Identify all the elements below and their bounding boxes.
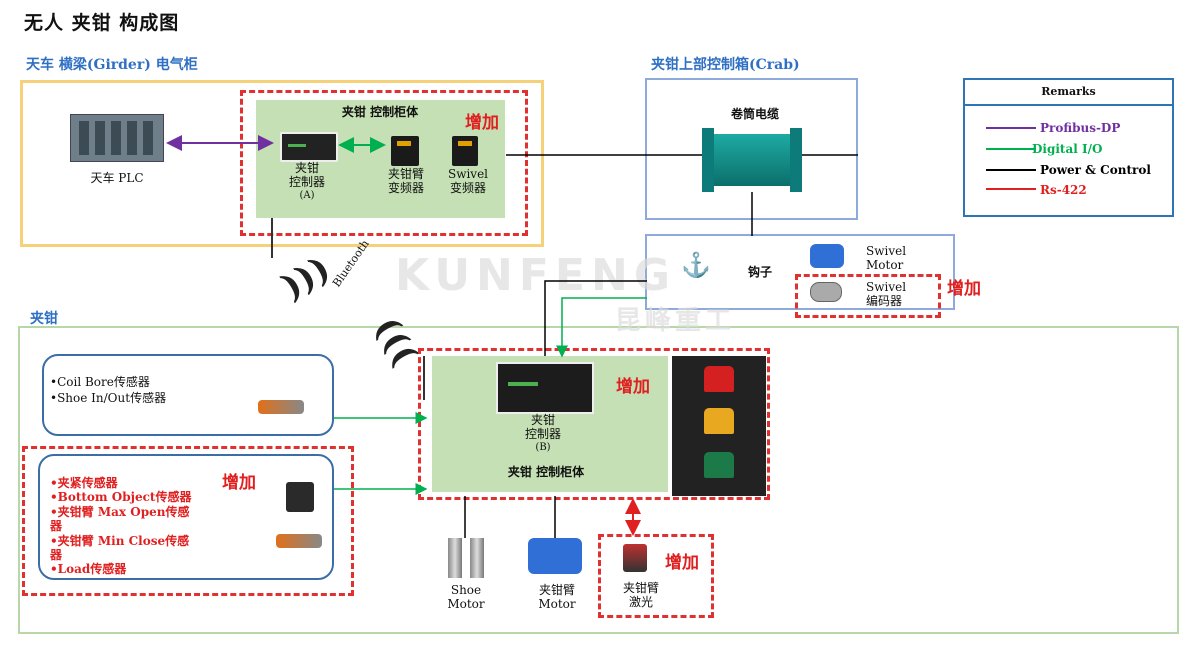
red-light-icon	[704, 366, 734, 392]
remarks-legend: Remarks	[963, 78, 1174, 217]
legend-profibus-label: Profibus-DP	[1040, 121, 1121, 135]
arm-inverter-label: 夹钳臂 变频器	[387, 167, 424, 195]
arm-inverter-device	[391, 136, 419, 166]
legend-power-label: Power & Control	[1040, 163, 1151, 177]
green-light-icon	[704, 452, 734, 478]
swivel-inverter-label: Swivel 变频器	[447, 167, 489, 195]
swivel-encoder-label: Swivel 编码器	[866, 280, 907, 308]
watermark-latin: KUNFENG	[395, 250, 676, 301]
hook-label: 钩子	[747, 265, 772, 279]
bottom-cabinet-added-frame	[418, 348, 770, 500]
controller-a-label: 夹钳 控制器 (A)	[288, 161, 325, 201]
power-line-hook-cabinet	[544, 280, 647, 356]
new-sensors-list: •夹紧传感器 •Bottom Object传感器 •夹钳臂 Max Open传感…	[50, 476, 192, 577]
existing-sensors-list: •Coil Bore传感器 •Shoe In/Out传感器	[50, 375, 167, 405]
swivel-motor-label: Swivel Motor	[866, 244, 907, 272]
yellow-light-icon	[704, 408, 734, 434]
signal-tower-panel	[672, 356, 766, 496]
plc-label: 天车 PLC	[90, 171, 144, 185]
shoe-motor-label: Shoe Motor	[447, 583, 485, 611]
digital-io-line-hook-cabinet	[556, 297, 647, 358]
proximity-sensor-icon-2	[276, 534, 322, 548]
legend-digital-label: Digital I/O	[1032, 142, 1103, 156]
girder-cabinet-box	[20, 80, 544, 247]
shoe-motor-device	[446, 538, 490, 580]
controller-b-device	[496, 362, 594, 414]
bottom-cabinet-title: 夹钳 控制柜体	[507, 465, 585, 479]
add-label-bottom-cabinet: 增加	[616, 377, 650, 397]
controller-a-device	[280, 132, 338, 162]
plc-device	[70, 114, 164, 162]
arm-motor-device	[528, 538, 582, 574]
page-title: 无人 夹钳 构成图	[24, 12, 180, 34]
top-cabinet-added-frame	[240, 90, 528, 236]
add-label-sensors: 增加	[222, 473, 256, 493]
add-label-laser: 增加	[665, 553, 699, 573]
cable-drum-device	[702, 128, 802, 192]
cable-drum-label: 卷筒电缆	[730, 107, 779, 121]
new-sensors-box	[38, 454, 334, 580]
arm-motor-label: 夹钳臂 Motor	[538, 583, 576, 611]
swivel-encoder-device	[810, 282, 842, 302]
hook-icon: ⚓	[681, 251, 711, 279]
photo-sensor-icon	[286, 482, 314, 512]
top-cabinet-title: 夹钳 控制柜体	[341, 105, 419, 119]
swivel-motor-device	[810, 244, 844, 268]
proximity-sensor-icon	[258, 400, 304, 414]
girder-section-label: 天车 横梁(Girder) 电气柜	[26, 57, 198, 73]
swivel-inverter-device	[452, 136, 478, 166]
laser-added-frame	[598, 534, 714, 618]
clamp-box	[18, 326, 1179, 634]
crab-section-label: 夹钳上部控制箱(Crab)	[651, 57, 800, 73]
hook-box	[645, 234, 955, 310]
laser-device	[623, 544, 647, 572]
encoder-added-frame	[795, 274, 941, 318]
arm-laser-label: 夹钳臂 激光	[622, 581, 659, 609]
new-sensors-added-frame	[22, 446, 354, 596]
clamp-section-label: 夹钳	[30, 311, 58, 327]
existing-sensors-box	[42, 354, 334, 436]
add-label-top-cabinet: 增加	[465, 113, 499, 133]
controller-b-label: 夹钳 控制器 (B)	[524, 413, 561, 453]
legend-rs422-label: Rs-422	[1040, 183, 1087, 197]
add-label-encoder: 增加	[947, 279, 981, 299]
watermark-cjk: 昆峰重工	[615, 306, 736, 336]
remarks-title: Remarks	[965, 80, 1172, 106]
